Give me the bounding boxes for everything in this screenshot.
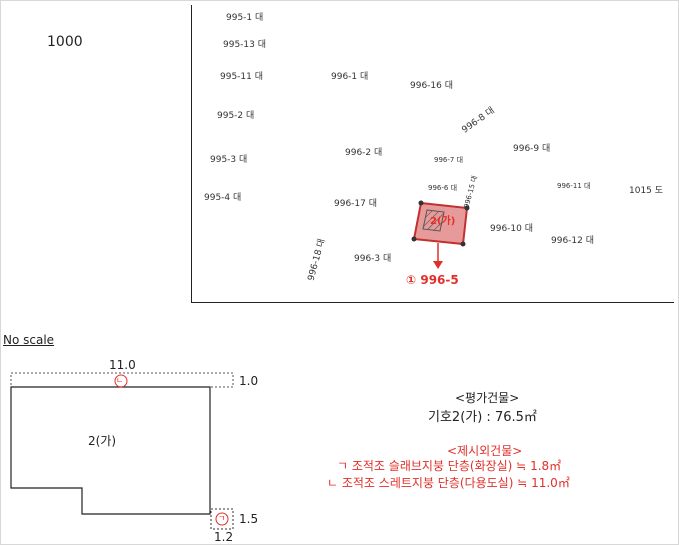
highlight-label: 2(가) [430, 216, 456, 227]
parcel-label: 995-11 대 [220, 72, 264, 82]
target-parcel-label: ① 996-5 [406, 273, 459, 287]
parcel-label: 996-3 대 [354, 254, 392, 264]
annex-mark: ㄴ [116, 376, 124, 385]
top-dimension: 11.0 [109, 358, 136, 372]
parcel-label: 996-6 대 [428, 184, 458, 192]
eval-title: <평가건물> [455, 391, 520, 405]
parcel-label: 995-3 대 [210, 155, 248, 165]
parcel-label: 995-2 대 [217, 111, 255, 121]
small-mark: ㄱ [218, 514, 226, 523]
target-building [411, 200, 470, 247]
parcel-label: 995-1 대 [226, 13, 264, 23]
main-building-label: 2(가) [88, 434, 117, 448]
parcel-label: 995-13 대 [223, 40, 267, 50]
no-scale-label: No scale [3, 333, 55, 347]
parcel-label: 995-4 대 [204, 193, 242, 203]
pointer-arrow [433, 243, 443, 269]
parcel-label: 1015 도 [629, 186, 664, 196]
parcel-label: 996-12 대 [551, 236, 595, 246]
parcel-label: 996-2 대 [345, 148, 383, 158]
scale-number: 1000 [47, 34, 83, 50]
site-map: 995-1 대 995-13 대 995-11 대 996-1 대 996-16… [191, 5, 674, 303]
site-map-graphics [411, 200, 470, 269]
small-width-dimension: 1.2 [214, 530, 234, 544]
excluded-item: ㄴ 조적조 스레트지붕 단층(다용도실) ≒ 11.0㎡ [327, 476, 570, 490]
small-height-dimension: 1.5 [239, 512, 259, 526]
excluded-title: <제시외건물> [447, 444, 523, 458]
eval-value: 기호2(가) : 76.5㎡ [428, 410, 537, 425]
parcel-label: 996-10 대 [490, 224, 534, 234]
parcel-label: 996-17 대 [334, 199, 378, 209]
parcel-label: 996-7 대 [434, 156, 464, 164]
parcel-label: 996-11 대 [557, 182, 591, 190]
annex-dimension: 1.0 [239, 374, 259, 388]
excluded-item: ㄱ 조적조 슬래브지붕 단층(화장실) ≒ 1.8㎡ [337, 459, 562, 473]
parcel-label: 996-9 대 [513, 144, 551, 154]
parcel-label: 996-1 대 [331, 72, 369, 82]
parcel-label: 996-16 대 [410, 81, 454, 91]
